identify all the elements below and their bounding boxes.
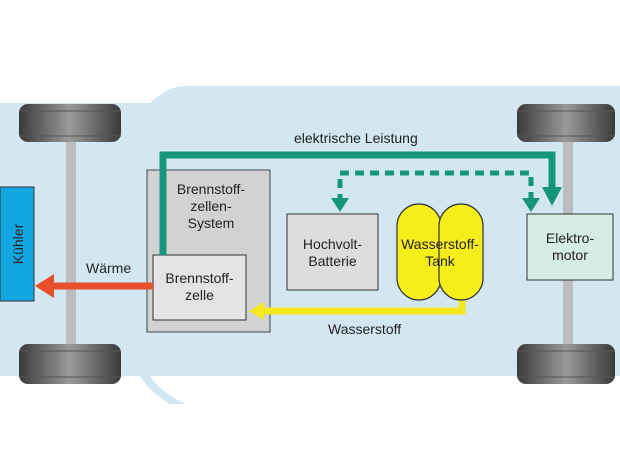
heat-arrowhead xyxy=(35,274,54,298)
battery-link-dashed-line xyxy=(337,170,534,203)
cooler-label: Kühler xyxy=(10,223,26,265)
motor-box xyxy=(526,213,614,281)
tank-label: Wasserstoff- Tank xyxy=(401,236,479,269)
rear-right-tire xyxy=(517,344,615,384)
cooler-box xyxy=(0,186,35,302)
motor-dashed-arrowhead xyxy=(522,198,540,212)
front-left-tire xyxy=(19,104,121,142)
front-axle xyxy=(66,142,76,350)
battery-arrowhead xyxy=(331,198,349,212)
fc-system-label: Brennstoff- zellen- System xyxy=(176,181,246,231)
battery-box xyxy=(286,213,379,291)
fuel-cell-box xyxy=(152,254,247,321)
hydrogen-arrowhead xyxy=(249,302,264,320)
fuel-cell-label: Brennstoff- zelle xyxy=(165,270,234,303)
hydrogen-tank xyxy=(396,203,484,301)
front-right-tire xyxy=(19,344,121,384)
electric-power-line xyxy=(159,151,556,255)
car-body-front xyxy=(150,86,190,110)
hydrogen-label: Wasserstoff xyxy=(328,321,402,337)
battery-label: Hochvolt- Batterie xyxy=(302,236,363,269)
motor-label: Elektro- motor xyxy=(545,230,595,263)
rear-left-tire xyxy=(517,104,615,142)
electric-power-arrowhead xyxy=(542,187,562,206)
electric-power-label: elektrische Leistung xyxy=(294,130,418,146)
heat-label: Wärme xyxy=(86,260,132,276)
